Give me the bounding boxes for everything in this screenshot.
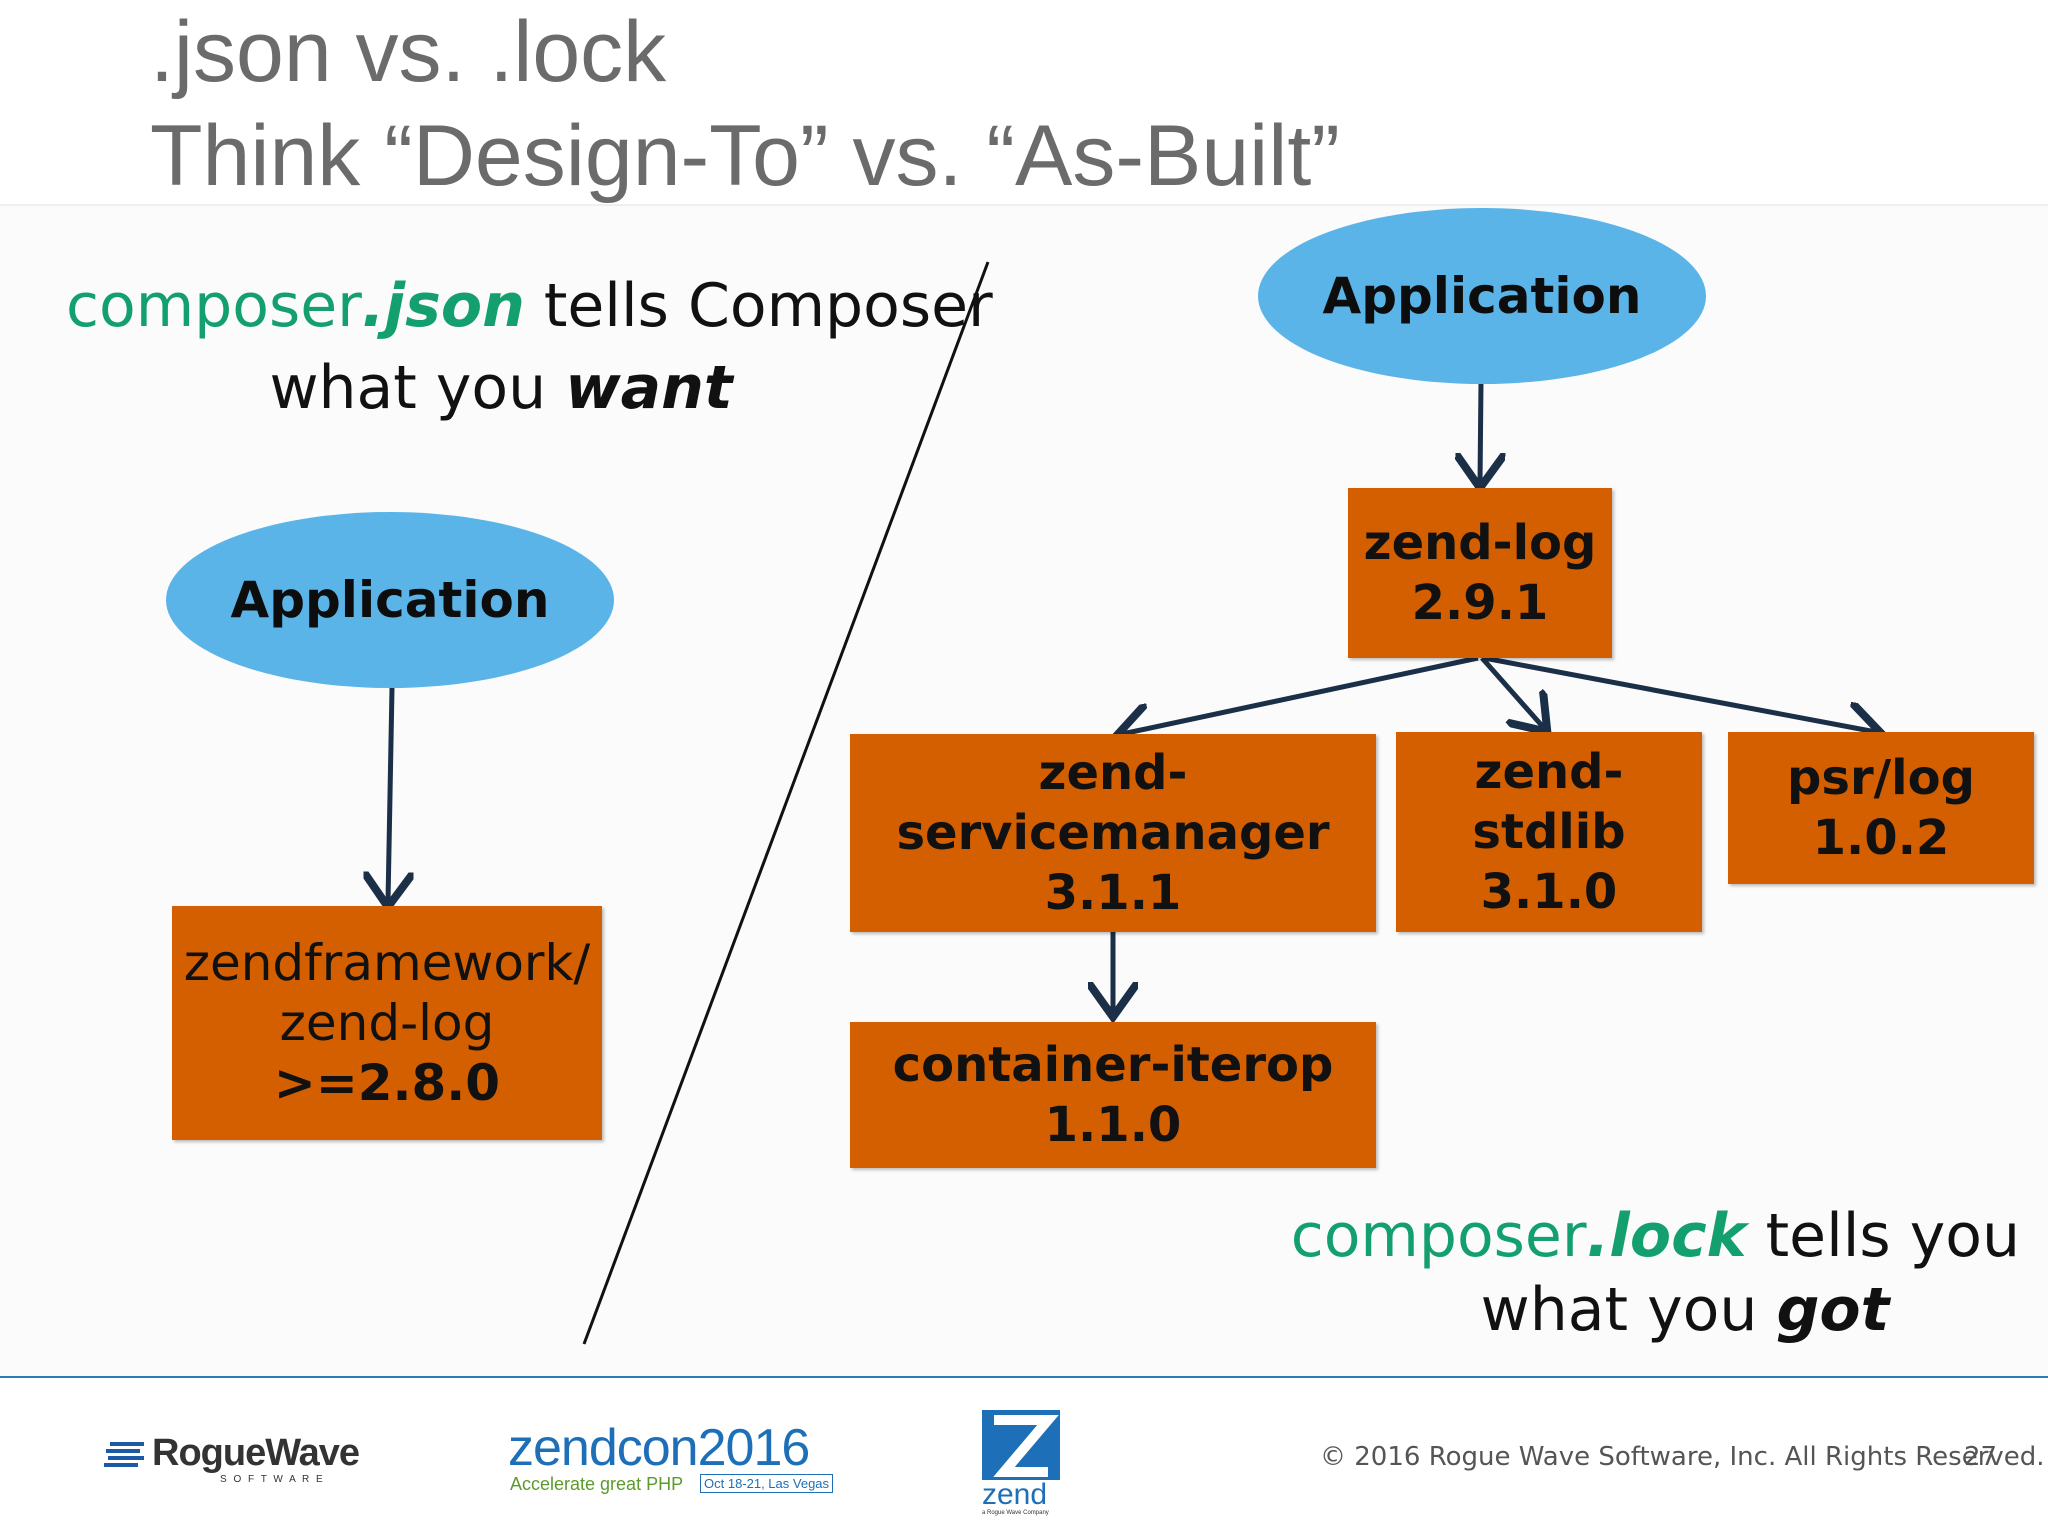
left-caption-line-1: composer.json tells Composer bbox=[66, 264, 993, 348]
caption-lock: .lock bbox=[1586, 1201, 1747, 1271]
servicemanager-version: 3.1.1 bbox=[1044, 865, 1182, 921]
left-application-node: Application bbox=[166, 512, 614, 688]
interop-version: 1.1.0 bbox=[1044, 1097, 1182, 1153]
dep-line-1: zendframework/ bbox=[183, 934, 591, 992]
caption-json: .json bbox=[361, 271, 525, 341]
zend-log-box: zend-log 2.9.1 bbox=[1348, 488, 1612, 658]
zendcon-tagline: Accelerate great PHP bbox=[510, 1474, 684, 1494]
page-number: 27 bbox=[1964, 1442, 1998, 1472]
arrow-right-app-to-zendlog bbox=[1480, 381, 1481, 483]
stdlib-line-2: stdlib bbox=[1472, 804, 1626, 860]
title-line-2: Think “Design-To” vs. “As-Built” bbox=[150, 108, 1340, 204]
left-caption-line-2: what you want bbox=[66, 346, 936, 430]
zend-log-version: 2.9.1 bbox=[1411, 575, 1549, 631]
caption-composer: composer bbox=[66, 271, 362, 341]
psrlog-box: psr/log 1.0.2 bbox=[1728, 732, 2034, 884]
caption-want: want bbox=[565, 353, 733, 423]
dep-line-2: zend-log bbox=[279, 994, 495, 1052]
roguewave-software: S O F T W A R E bbox=[220, 1474, 325, 1485]
psrlog-name: psr/log bbox=[1787, 750, 1975, 806]
servicemanager-box: zend- servicemanager 3.1.1 bbox=[850, 734, 1376, 932]
roguewave-name: RogueWave bbox=[152, 1432, 360, 1474]
caption-what-you: what you bbox=[269, 353, 566, 423]
title-line-1: .json vs. .lock bbox=[150, 4, 667, 100]
stdlib-box: zend- stdlib 3.1.0 bbox=[1396, 732, 1702, 932]
zend-sub: a Rogue Wave Company bbox=[982, 1510, 1049, 1516]
zend-z-icon bbox=[982, 1410, 1060, 1480]
left-dependency-box: zendframework/ zend-log >=2.8.0 bbox=[172, 906, 602, 1140]
caption-what-you-2: what you bbox=[1480, 1275, 1777, 1345]
right-caption: composer.lock tells you what you got bbox=[1280, 1194, 2020, 1352]
title-divider bbox=[0, 204, 2048, 206]
zendcon-name: zendcon2016 bbox=[508, 1419, 810, 1477]
right-caption-line-1: composer.lock tells you bbox=[1280, 1194, 2020, 1278]
zendcon-logo: zendcon2016 Accelerate great PHP Oct 18-… bbox=[508, 1418, 848, 1498]
arrow-zendlog-to-servicemanager bbox=[1122, 655, 1479, 734]
slash-divider bbox=[582, 261, 990, 1345]
stdlib-version: 3.1.0 bbox=[1480, 864, 1618, 920]
caption-composer-2: composer bbox=[1290, 1201, 1587, 1271]
zend-logo: zend a Rogue Wave Company bbox=[980, 1402, 1070, 1522]
arrow-left-app-to-dep bbox=[388, 687, 392, 902]
caption-tells-you: tells you bbox=[1746, 1201, 2020, 1271]
roguewave-logo: RogueWave S O F T W A R E bbox=[104, 1432, 404, 1492]
left-caption: composer.json tells Composer what you wa… bbox=[66, 264, 993, 430]
arrow-zendlog-to-psrlog bbox=[1483, 655, 1876, 732]
zend-name: zend bbox=[982, 1478, 1048, 1511]
right-caption-line-2: what you got bbox=[1280, 1268, 2020, 1352]
right-application-node: Application bbox=[1258, 208, 1706, 384]
caption-tells-composer: tells Composer bbox=[524, 271, 993, 341]
caption-got: got bbox=[1776, 1275, 1890, 1345]
interop-name: container-iterop bbox=[892, 1037, 1334, 1093]
dep-line-3: >=2.8.0 bbox=[273, 1054, 501, 1112]
psrlog-version: 1.0.2 bbox=[1812, 810, 1950, 866]
arrow-zendlog-to-stdlib bbox=[1480, 656, 1544, 728]
container-interop-box: container-iterop 1.1.0 bbox=[850, 1022, 1376, 1168]
copyright-text: © 2016 Rogue Wave Software, Inc. All Rig… bbox=[1320, 1442, 2045, 1472]
stdlib-line-1: zend- bbox=[1474, 744, 1624, 800]
servicemanager-line-1: zend- bbox=[1038, 745, 1188, 801]
zend-log-name: zend-log bbox=[1363, 515, 1597, 571]
roguewave-wave-icon bbox=[104, 1442, 144, 1467]
zendcon-dates: Oct 18-21, Las Vegas bbox=[700, 1474, 834, 1493]
servicemanager-line-2: servicemanager bbox=[896, 805, 1330, 861]
footer-divider bbox=[0, 1376, 2048, 1378]
